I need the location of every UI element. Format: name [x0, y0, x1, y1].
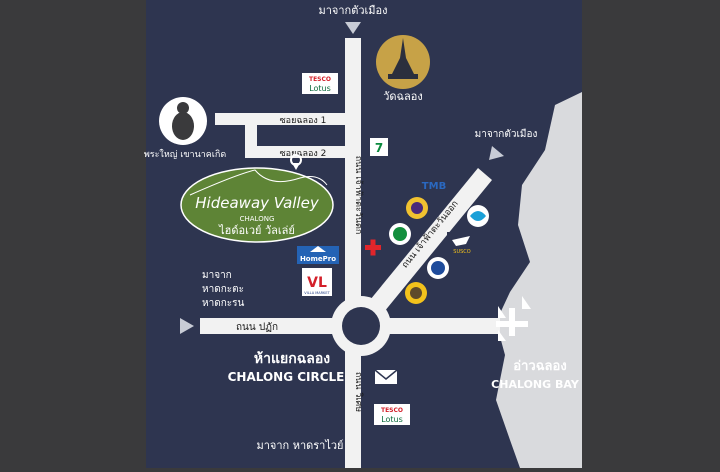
homepro-label: HomePro: [300, 255, 336, 263]
pier-stem-icon: [509, 308, 515, 336]
villa-sub-label: VILLA MARKET: [304, 291, 330, 295]
villa-label: VL: [307, 275, 327, 291]
chalong-bay-water: [496, 92, 582, 468]
homepro-logo: HomePro: [297, 246, 339, 264]
seven-eleven-logo: [370, 138, 388, 156]
kasikorn-inner-icon: [393, 227, 407, 241]
chalong-bay-th-label: อ่าวฉลอง: [513, 359, 566, 374]
boat-1-icon: [522, 296, 531, 309]
boat-3-icon: [498, 330, 506, 341]
logo-line1: Hideaway Valley: [195, 194, 320, 212]
temple-base-icon: [388, 74, 418, 79]
seven-eleven-label: 7: [375, 141, 383, 155]
road-patak-label: ถนน ปฏัก: [236, 322, 278, 333]
villa-market-logo: VL VILLA MARKET: [302, 268, 332, 296]
buddha-head-icon: [177, 102, 189, 114]
arrow-right-left-icon: [180, 318, 194, 334]
tmb-logo: TMB: [422, 181, 446, 192]
road-chao-fa-west-label: ถนน เจ้าฟ้าตะวันตก: [353, 156, 364, 235]
roundabout-center: [342, 307, 380, 345]
road-chao-fa-east: [370, 168, 492, 312]
from-city-right-label: มาจากตัวเมือง: [475, 128, 538, 140]
tesco-lotus-bottom-logo: TESCO Lotus: [374, 404, 410, 425]
logo-line2: CHALONG: [240, 215, 275, 223]
temple-stupa-icon: [392, 38, 414, 74]
chalong-bay-en-label: CHALONG BAY: [491, 378, 580, 391]
envelope-flap-icon: [374, 369, 398, 380]
monk-statue-label: พระใหญ่ เขานาคเกิด: [144, 149, 226, 160]
chalong-circle-th-label: ห้าแยกฉลอง: [254, 351, 330, 367]
tesco-bottom-label: TESCO: [381, 407, 403, 414]
from-beaches-line2: หาดกะตะ: [202, 284, 244, 295]
chalong-circle-en-label: CHALONG CIRCLE: [228, 370, 345, 384]
from-beaches-line3: หาดกะรน: [202, 298, 244, 309]
soi-connector: [245, 125, 257, 153]
bangkok-bank-inner-icon: [431, 261, 445, 275]
susco-mark-icon: [452, 236, 470, 246]
soi-chalong-1: [215, 113, 345, 125]
boat-2-icon: [498, 306, 506, 318]
road-chao-fa-west: [345, 38, 361, 468]
arrow-northeast-icon: [489, 146, 504, 160]
arrow-down-top-icon: [345, 22, 361, 34]
soi-chalong-2: [245, 146, 345, 158]
krungsri-inner-icon: [410, 287, 422, 299]
temple-label: วัดฉลอง: [383, 90, 423, 103]
susco-label: SUSCO: [453, 249, 470, 255]
from-beaches-line1: มาจาก: [202, 270, 232, 281]
tesco-lotus-top-logo: TESCO Lotus: [302, 73, 338, 94]
scb-inner-icon: [411, 202, 423, 214]
hospital-cross-v-icon: [370, 239, 376, 256]
soi-2-label: ซอยฉลอง 2: [280, 149, 327, 159]
from-city-top-label: มาจากตัวเมือง: [318, 4, 387, 17]
soi-1-label: ซอยฉลอง 1: [280, 116, 327, 126]
from-rawai-label: มาจาก หาดราไวย์: [256, 439, 343, 452]
buddha-figure-icon: [172, 112, 194, 140]
lotus-bottom-label: Lotus: [381, 415, 403, 424]
right-margin: [582, 0, 720, 468]
post-office-icon: [375, 370, 397, 384]
logo-line3: ไฮด์อเวย์ วัลเล่ย์: [218, 224, 295, 237]
location-pin-tip-icon: [292, 163, 300, 170]
lotus-top-label: Lotus: [309, 84, 331, 93]
hideaway-valley-logo: Hideaway Valley CHALONG ไฮด์อเวย์ วัลเล่…: [180, 167, 334, 243]
krungthai-inner-icon: [470, 211, 486, 221]
tesco-top-label: TESCO: [309, 76, 331, 83]
left-margin: [0, 0, 146, 468]
road-wiset-label: ถนน วิเศษ: [353, 372, 364, 412]
